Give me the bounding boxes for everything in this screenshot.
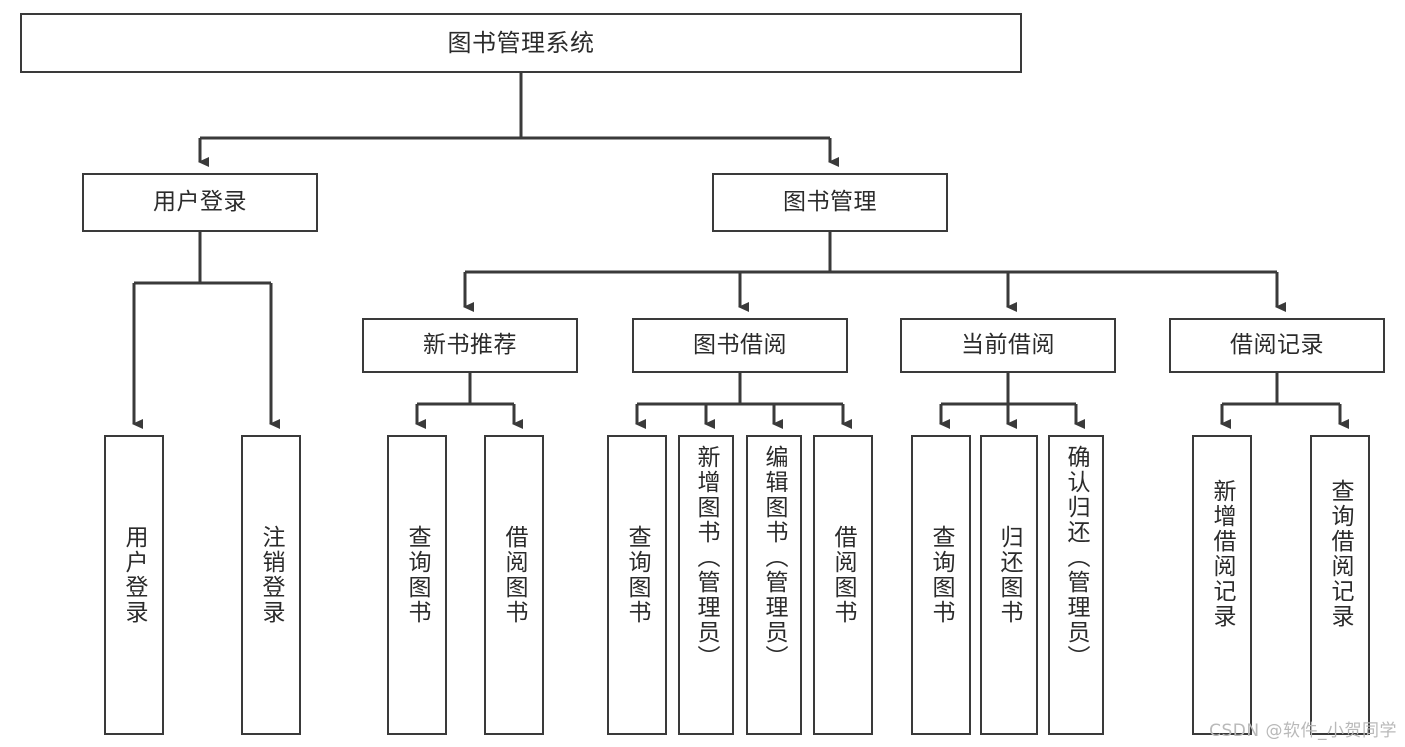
leaf-edit-book-admin[interactable]: 编辑图书（管理员） bbox=[746, 435, 802, 735]
node-current-borrow[interactable]: 当前借阅 bbox=[900, 318, 1116, 373]
node-book-management[interactable]: 图书管理 bbox=[712, 173, 948, 232]
node-label: 借阅记录 bbox=[1230, 331, 1324, 358]
leaf-borrow-book-recommend[interactable]: 借阅图书 bbox=[484, 435, 544, 735]
csdn-watermark: CSDN @软件_小贺同学 bbox=[1209, 721, 1397, 741]
node-label: 注销登录 bbox=[258, 525, 285, 625]
node-label: 图书管理系统 bbox=[447, 28, 595, 57]
node-label: 借阅图书 bbox=[501, 525, 528, 625]
node-new-book-recommend[interactable]: 新书推荐 bbox=[362, 318, 578, 373]
node-book-borrow[interactable]: 图书借阅 bbox=[632, 318, 848, 373]
leaf-query-book-recommend[interactable]: 查询图书 bbox=[387, 435, 447, 735]
leaf-add-book-admin[interactable]: 新增图书（管理员） bbox=[678, 435, 734, 735]
node-label: 借阅图书 bbox=[830, 525, 857, 625]
node-label: 查询图书 bbox=[624, 525, 651, 625]
leaf-confirm-return-admin[interactable]: 确认归还（管理员） bbox=[1048, 435, 1104, 735]
node-label: 用户登录 bbox=[121, 525, 148, 625]
node-label: 新书推荐 bbox=[423, 331, 517, 358]
leaf-query-book-current[interactable]: 查询图书 bbox=[911, 435, 971, 735]
node-label: 用户登录 bbox=[153, 188, 247, 215]
node-label: 新增借阅记录 bbox=[1209, 479, 1236, 629]
leaf-borrow-book[interactable]: 借阅图书 bbox=[813, 435, 873, 735]
node-label: 编辑图书（管理员） bbox=[761, 445, 788, 670]
node-label: 查询图书 bbox=[928, 525, 955, 625]
node-label: 确认归还（管理员） bbox=[1063, 445, 1090, 670]
leaf-user-login[interactable]: 用户登录 bbox=[104, 435, 164, 735]
leaf-logout[interactable]: 注销登录 bbox=[241, 435, 301, 735]
node-label: 图书管理 bbox=[783, 188, 877, 215]
node-user-login[interactable]: 用户登录 bbox=[82, 173, 318, 232]
node-borrow-record[interactable]: 借阅记录 bbox=[1169, 318, 1385, 373]
leaf-add-borrow-record[interactable]: 新增借阅记录 bbox=[1192, 435, 1252, 735]
node-label: 归还图书 bbox=[996, 525, 1023, 625]
node-label: 图书借阅 bbox=[693, 331, 787, 358]
leaf-query-book-borrow[interactable]: 查询图书 bbox=[607, 435, 667, 735]
node-label: 查询图书 bbox=[404, 525, 431, 625]
node-label: 新增图书（管理员） bbox=[693, 445, 720, 670]
leaf-query-borrow-record[interactable]: 查询借阅记录 bbox=[1310, 435, 1370, 735]
leaf-return-book[interactable]: 归还图书 bbox=[980, 435, 1038, 735]
node-label: 当前借阅 bbox=[961, 331, 1055, 358]
node-label: 查询借阅记录 bbox=[1327, 479, 1354, 629]
node-root-system[interactable]: 图书管理系统 bbox=[20, 13, 1022, 73]
